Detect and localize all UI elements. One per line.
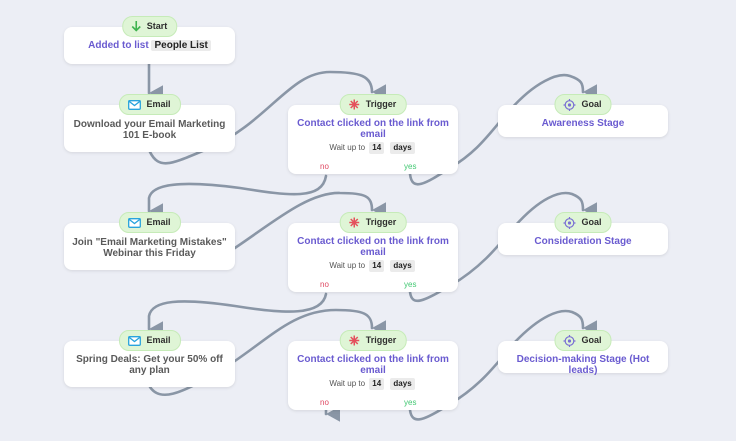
wire-trigger1-no-email2: [147, 174, 328, 219]
arrow-down-icon: [131, 21, 141, 32]
email-subject: Join "Email Marketing Mistakes" Webinar …: [72, 237, 227, 259]
email-badge: Email: [118, 94, 181, 115]
trigger-icon: [349, 335, 360, 346]
goal-name: Consideration Stage: [534, 236, 632, 247]
goal-badge-label: Goal: [581, 99, 602, 109]
wait-value: 14: [369, 260, 385, 272]
goal-name: Awareness Stage: [541, 118, 625, 129]
email-node-2[interactable]: Email Join "Email Marketing Mistakes" We…: [64, 212, 235, 270]
goal-badge: Goal: [554, 94, 612, 115]
trigger-badge: Trigger: [339, 212, 407, 233]
wait-prefix: Wait up to: [329, 143, 366, 152]
target-icon: [563, 216, 576, 229]
goal-name: Decision-making Stage (Hot leads): [516, 354, 650, 376]
wait-period: Wait up to 14 days: [288, 260, 458, 272]
email-node-3[interactable]: Email Spring Deals: Get your 50% off any…: [64, 330, 235, 387]
wire-email3-trigger3: [148, 308, 387, 397]
target-icon: [563, 334, 576, 347]
start-node[interactable]: Start Added to list People List: [64, 16, 235, 64]
trigger-icon: [349, 99, 360, 110]
envelope-icon: [127, 335, 141, 346]
wait-period: Wait up to 14 days: [288, 378, 458, 390]
goal-node-3[interactable]: Goal Decision-making Stage (Hot leads): [498, 330, 668, 376]
email-badge-label: Email: [146, 217, 171, 227]
wait-prefix: Wait up to: [329, 379, 366, 388]
goal-node-2[interactable]: Goal Consideration Stage: [498, 212, 668, 255]
trigger-badge-label: Trigger: [365, 99, 397, 109]
trigger-node-3[interactable]: Trigger Contact clicked on the link from…: [288, 330, 458, 410]
wait-unit: days: [390, 260, 415, 272]
email-badge: Email: [118, 330, 181, 351]
envelope-icon: [127, 99, 141, 110]
goal-badge: Goal: [554, 212, 612, 233]
email-badge: Email: [118, 212, 181, 233]
trigger-condition: Contact clicked on the link from email: [297, 354, 449, 376]
goal-badge-label: Goal: [581, 335, 602, 345]
trigger-icon: [349, 217, 360, 228]
branch-yes-label: yes: [404, 280, 417, 289]
wire-email2-trigger2: [203, 191, 387, 268]
goal-badge: Goal: [554, 330, 612, 351]
trigger-node-2[interactable]: Trigger Contact clicked on the link from…: [288, 212, 458, 292]
start-trigger-text: Added to list: [88, 40, 149, 51]
trigger-condition: Contact clicked on the link from email: [297, 236, 449, 258]
trigger-badge-label: Trigger: [365, 217, 397, 227]
start-list-name: People List: [151, 40, 211, 51]
start-badge-label: Start: [146, 21, 168, 31]
branch-yes-label: yes: [404, 398, 417, 407]
trigger-node-1[interactable]: Trigger Contact clicked on the link from…: [288, 94, 458, 174]
wait-prefix: Wait up to: [329, 261, 366, 270]
target-icon: [563, 98, 576, 111]
trigger-badge: Trigger: [339, 330, 407, 351]
email-subject: Download your Email Marketing 101 E-book: [73, 119, 226, 141]
wait-value: 14: [369, 378, 385, 390]
goal-badge-label: Goal: [581, 217, 602, 227]
start-text: Added to list People List: [70, 40, 229, 51]
branch-no-label: no: [320, 162, 329, 171]
email-badge-label: Email: [146, 335, 171, 345]
email-badge-label: Email: [146, 99, 171, 109]
wait-unit: days: [390, 142, 415, 154]
trigger-condition: Contact clicked on the link from email: [297, 118, 449, 140]
email-subject: Spring Deals: Get your 50% off any plan: [76, 354, 223, 376]
branch-no-label: no: [320, 398, 329, 407]
start-badge: Start: [121, 16, 178, 37]
wire-email1-trigger1: [148, 70, 387, 165]
envelope-icon: [127, 217, 141, 228]
wire-trigger2-no-email3: [147, 292, 328, 337]
wait-value: 14: [369, 142, 385, 154]
email-node-1[interactable]: Email Download your Email Marketing 101 …: [64, 94, 235, 152]
wait-period: Wait up to 14 days: [288, 142, 458, 154]
trigger-badge: Trigger: [339, 94, 407, 115]
wait-unit: days: [390, 378, 415, 390]
trigger-badge-label: Trigger: [365, 335, 397, 345]
branch-yes-label: yes: [404, 162, 417, 171]
branch-no-label: no: [320, 280, 329, 289]
goal-node-1[interactable]: Goal Awareness Stage: [498, 94, 668, 137]
